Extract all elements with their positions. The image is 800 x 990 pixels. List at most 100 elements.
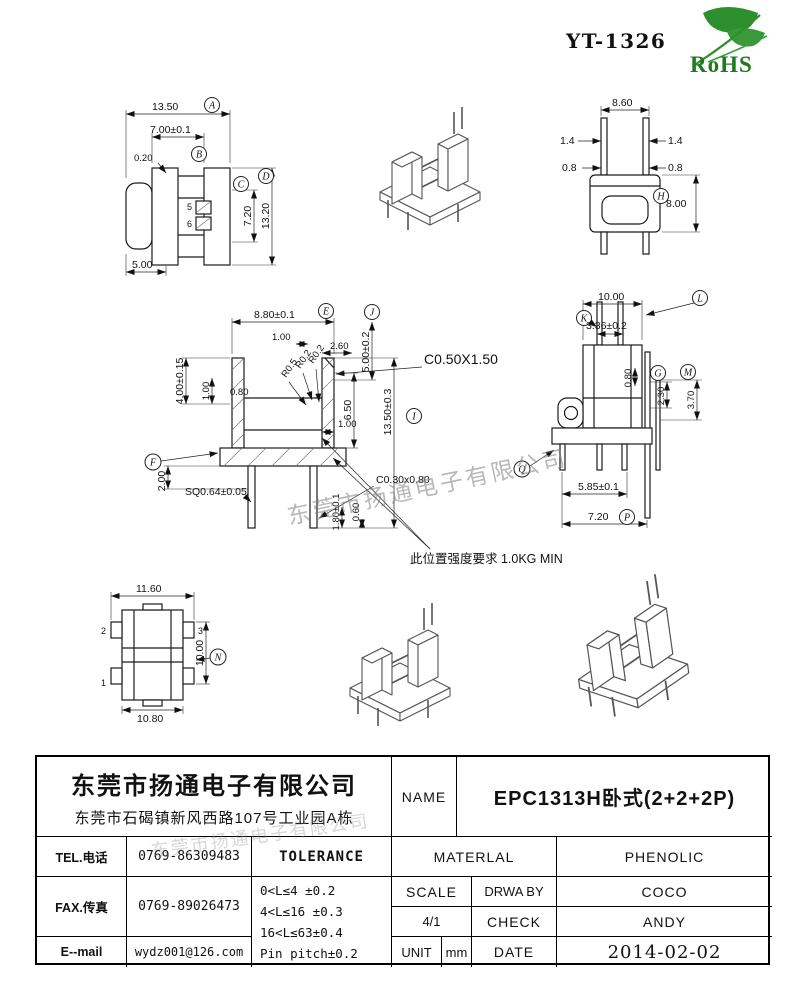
- check-label: CHECK: [472, 907, 557, 937]
- rohs-label: RoHS: [690, 52, 753, 77]
- dim-end-height: 8.00: [666, 198, 687, 210]
- dim-end-pin-right: 1.4: [668, 135, 683, 147]
- pin-number-6: 6: [187, 219, 192, 229]
- dim-section-1c: 1.00: [338, 419, 357, 430]
- dim-front-step: 0.20: [134, 153, 153, 164]
- isometric-view-top: [379, 106, 481, 231]
- title-block: 东莞市扬通电子有限公司 东莞市石碣镇新风西路107号工业园A栋 NAME EPC…: [35, 755, 772, 967]
- scale-label: SCALE: [392, 877, 472, 907]
- corner-callout: C0.30x0.80: [376, 474, 430, 486]
- material-value: PHENOLIC: [557, 837, 772, 877]
- balloon-k: K: [576, 310, 592, 326]
- dim-side-3-70: 3.70: [686, 391, 697, 410]
- view-side: 10.00 L K 3.36±0.2 0.80 G: [513, 290, 708, 528]
- dim-front-overall-height: 13.20: [260, 203, 272, 229]
- chamfer-callout: C0.50X1.50: [424, 351, 498, 367]
- isometric-view-bottom-middle: [349, 602, 451, 727]
- dim-section-0-60: 0.60: [351, 503, 362, 522]
- balloon-h: H: [653, 188, 669, 204]
- tel-label: TEL.电话: [37, 837, 127, 877]
- end-part-outline: [589, 117, 661, 255]
- drawing-number: YT-1326: [565, 29, 666, 53]
- pin-number-1: 1: [101, 678, 106, 688]
- material-label: MATERLAL: [392, 837, 557, 877]
- drawing-canvas: YT-1326 RoHS 5: [101, 7, 768, 727]
- strength-note: 此位置强度要求 1.0KG MIN: [410, 551, 563, 566]
- unit-label: UNIT: [392, 937, 442, 967]
- dim-bottom-top: 11.60: [136, 583, 162, 595]
- name-label: NAME: [392, 757, 457, 837]
- date-label: DATE: [472, 937, 557, 967]
- balloon-a: A: [204, 97, 220, 113]
- tolerance-line-2: 4<L≤16 ±0.3: [260, 904, 343, 919]
- drawn-by-label: DRWA BY: [472, 877, 557, 907]
- dim-section-width: 8.80±0.1: [254, 309, 295, 321]
- check-value: ANDY: [557, 907, 772, 937]
- svg-text:B: B: [196, 150, 202, 161]
- company-address: 东莞市石碣镇新风西路107号工业园A栋: [74, 809, 354, 827]
- dim-section-sq: SQ0.64±0.05: [185, 486, 247, 498]
- part-name-value: EPC1313H卧式(2+2+2P): [457, 757, 772, 837]
- view-bottom: 2 3 1 11.60 10.00 10.80 N: [101, 583, 227, 725]
- view-section: 8.80±0.1 E 1.00 2.60 5.00±0.2 J C0.50X1.…: [144, 303, 563, 566]
- svg-text:D: D: [261, 172, 270, 183]
- dim-front-window-width: 7.00±0.1: [150, 124, 191, 136]
- email-value: wydz001@126.com: [127, 937, 252, 967]
- dim-section-1b: 1.00: [201, 382, 212, 401]
- dim-bottom-bottom: 10.80: [137, 713, 163, 725]
- svg-text:F: F: [149, 458, 157, 469]
- svg-text:H: H: [656, 192, 665, 203]
- email-label: E--mail: [37, 937, 127, 967]
- svg-text:I: I: [411, 412, 416, 423]
- dim-side-width: 10.00: [598, 291, 624, 303]
- svg-text:G: G: [654, 369, 661, 380]
- dim-side-2-30: 2.30: [656, 387, 667, 406]
- balloon-j: J: [364, 304, 380, 320]
- svg-text:Q: Q: [518, 465, 526, 476]
- dim-end-width: 8.60: [612, 97, 633, 109]
- svg-text:M: M: [683, 368, 693, 379]
- svg-text:C: C: [238, 180, 245, 191]
- svg-text:A: A: [208, 101, 216, 112]
- pin-number-3: 3: [198, 626, 203, 636]
- svg-text:N: N: [214, 653, 223, 664]
- tolerance-line-1: 0<L≤4 ±0.2: [260, 883, 336, 898]
- isometric-view-bottom-right: [564, 570, 695, 722]
- dim-side-pins: 3.36±0.2: [586, 320, 627, 332]
- dim-front-base: 5.00: [132, 259, 153, 271]
- rohs-logo: RoHS: [690, 7, 768, 77]
- dim-section-0-80: 0.80: [230, 387, 249, 398]
- company-cell: 东莞市扬通电子有限公司 东莞市石碣镇新风西路107号工业园A栋: [37, 757, 392, 837]
- tolerance-values: 0<L≤4 ±0.2 4<L≤16 ±0.3 16<L≤63±0.4 Pin p…: [252, 877, 392, 967]
- dim-front-overall-width: 13.50: [152, 101, 178, 113]
- balloon-d: D: [258, 168, 274, 184]
- svg-text:J: J: [370, 308, 375, 319]
- svg-text:K: K: [580, 314, 589, 325]
- balloon-f: F: [144, 453, 162, 471]
- section-part-outline: [219, 357, 347, 529]
- dim-side-7-20: 7.20: [588, 511, 609, 523]
- tel-value: 0769-86309483: [127, 837, 252, 877]
- dim-section-1a: 1.00: [272, 332, 291, 343]
- company-name: 东莞市扬通电子有限公司: [71, 772, 357, 800]
- balloon-c: C: [233, 176, 249, 192]
- dim-bottom-side: 10.00: [194, 640, 206, 666]
- fax-value: 0769-89026473: [127, 877, 252, 937]
- dim-end-gap-right: 0.8: [668, 162, 683, 174]
- scale-value: 4/1: [392, 907, 472, 937]
- drawn-by-value: COCO: [557, 877, 772, 907]
- tolerance-header: TOLERANCE: [252, 837, 392, 877]
- dim-section-2-00: 2.00: [156, 471, 168, 492]
- date-value: 2014-02-02: [607, 941, 722, 963]
- dim-side-5-85: 5.85±0.1: [578, 481, 619, 493]
- dim-end-pin-left: 1.4: [560, 135, 575, 147]
- bottom-part-outline: [110, 603, 195, 707]
- balloon-n: N: [209, 648, 227, 666]
- tolerance-line-3: 16<L≤63±0.4: [260, 925, 343, 940]
- dim-section-6-50: 6.50: [342, 400, 354, 421]
- dim-section-4-00: 4.00±0.15: [174, 358, 186, 405]
- fax-label: FAX.传真: [37, 877, 127, 937]
- balloon-b: B: [191, 146, 207, 162]
- side-part-outline: [551, 301, 661, 519]
